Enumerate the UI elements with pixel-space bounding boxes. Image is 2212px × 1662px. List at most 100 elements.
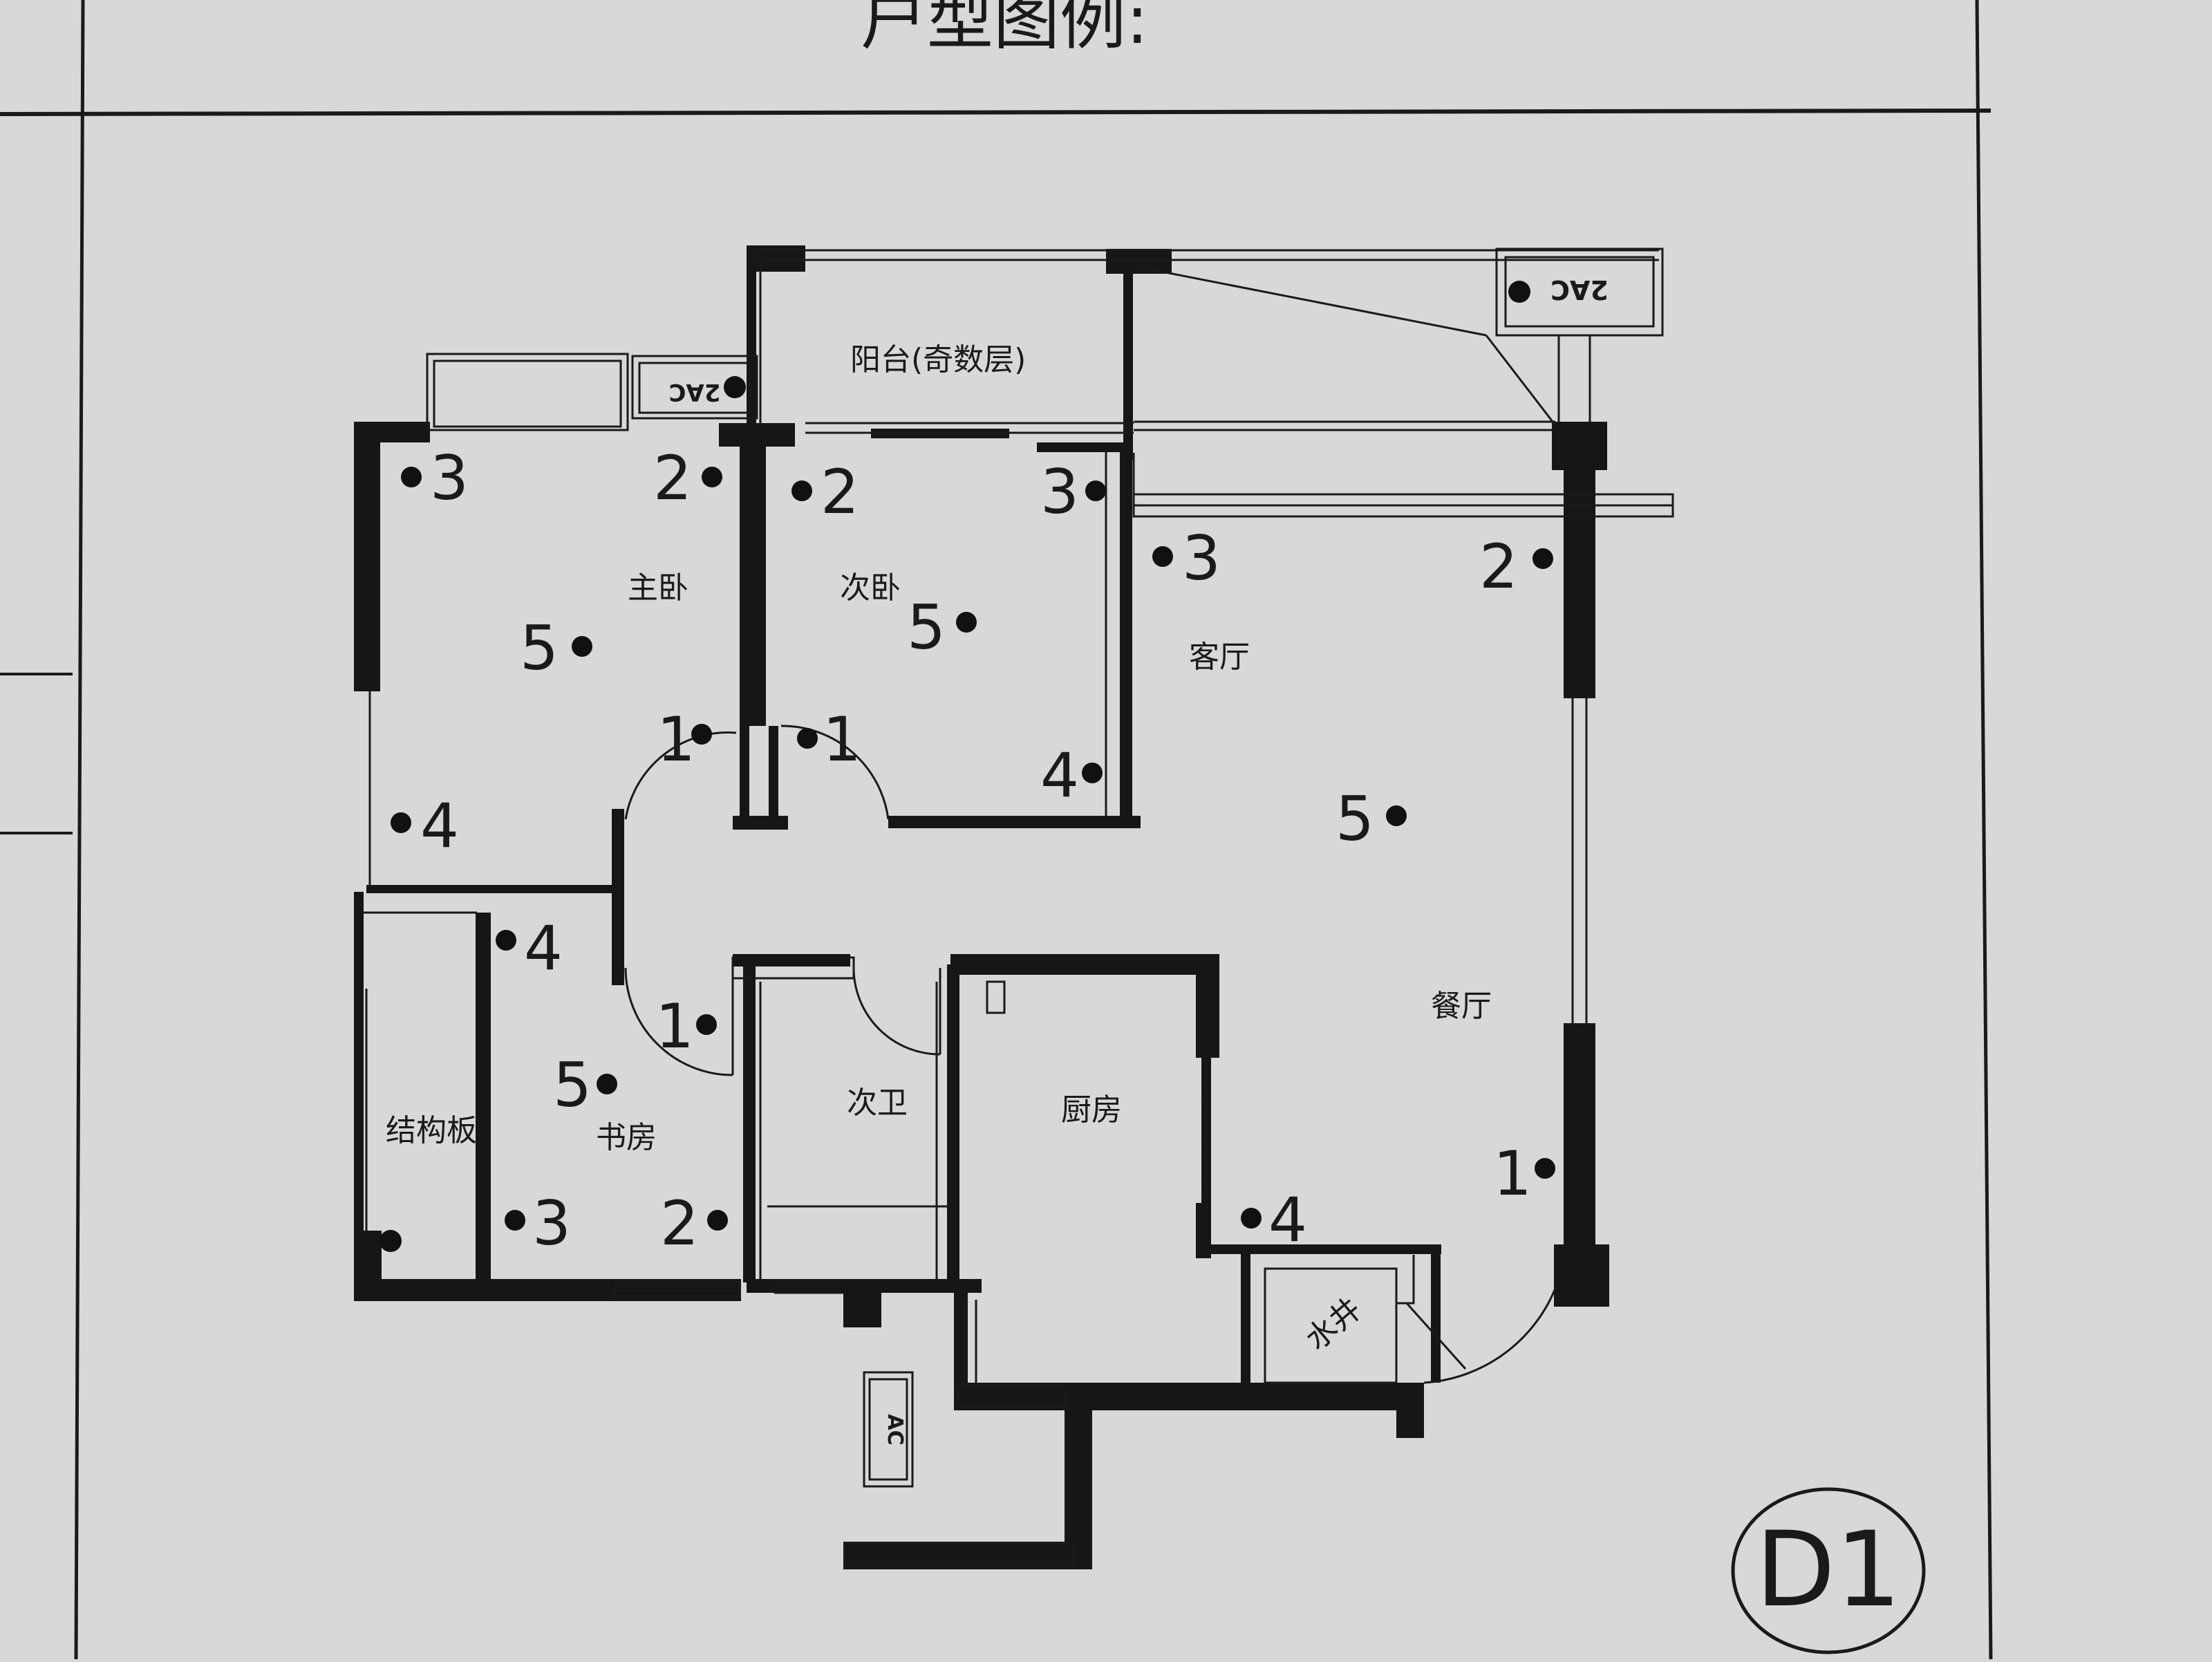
point-dot bbox=[597, 1074, 617, 1094]
kitchen-door-stop bbox=[986, 980, 1006, 1014]
wall-balcony-right bbox=[1123, 259, 1133, 460]
points-dining-room: 1 bbox=[1493, 1138, 1555, 1209]
sheet-frame bbox=[0, 0, 1993, 1660]
wall-shaft-left bbox=[1241, 1251, 1250, 1390]
point-dot bbox=[572, 636, 592, 657]
wall-shaft-top bbox=[1206, 1244, 1441, 1254]
ac-dot-master bbox=[724, 376, 746, 398]
point-master-3: 3 bbox=[430, 442, 469, 514]
living-balcony-diagonal bbox=[1133, 265, 1487, 337]
point-study-4: 4 bbox=[524, 913, 563, 984]
ac-labels: 2AC 2AC AC bbox=[669, 274, 1609, 1446]
point-second-4: 4 bbox=[1040, 740, 1079, 811]
master-balcony-outline bbox=[426, 353, 629, 431]
ac-box-right-inner bbox=[1504, 256, 1655, 328]
wall-bedroom-partition-jamb-a bbox=[740, 726, 749, 830]
point-dot bbox=[696, 1014, 717, 1035]
wall-bath-column bbox=[843, 1286, 881, 1327]
point-dot bbox=[1085, 480, 1106, 501]
wall-left-upper bbox=[354, 422, 380, 691]
point-master-1: 1 bbox=[657, 704, 695, 775]
ac-box-right bbox=[1495, 248, 1664, 337]
master-balcony-inner bbox=[433, 360, 622, 428]
plan-tag-circle bbox=[1731, 1487, 1926, 1654]
wall-bedroom-partition bbox=[740, 442, 766, 726]
point-dot bbox=[797, 728, 818, 749]
water-shaft-box bbox=[1264, 1267, 1398, 1384]
wall-left-lower bbox=[354, 892, 364, 1300]
frame-header-line bbox=[0, 109, 1991, 116]
entry-frame bbox=[843, 1542, 1074, 1568]
plan-tag: D1 bbox=[1731, 1487, 1926, 1654]
wall-shaft-right bbox=[1431, 1244, 1441, 1383]
wall-bedroom-partition-jamb-b bbox=[769, 726, 778, 830]
ac-label-bottom: AC bbox=[883, 1414, 907, 1445]
point-dot bbox=[791, 480, 812, 501]
study-window bbox=[614, 1281, 741, 1298]
room-label-dining-room: 餐厅 bbox=[1431, 989, 1492, 1024]
point-second-2: 2 bbox=[821, 456, 859, 527]
point-study-3: 3 bbox=[532, 1188, 571, 1259]
points-study: 4 1 5 3 2 bbox=[496, 913, 728, 1259]
wall-second-bedroom-bottom bbox=[888, 816, 1141, 828]
room-label-living-room: 客厅 bbox=[1189, 639, 1250, 675]
wall-bath-right bbox=[947, 964, 959, 1289]
point-living-3: 3 bbox=[1182, 523, 1221, 594]
point-living-2: 2 bbox=[1479, 531, 1518, 602]
ac-box-master-inner bbox=[638, 362, 751, 414]
room-label-master-bedroom: 主卧 bbox=[628, 570, 688, 606]
ac-box-bottom bbox=[863, 1371, 914, 1488]
wall-right-lower bbox=[1564, 1023, 1595, 1251]
point-dot bbox=[1082, 763, 1103, 783]
room-label-study: 书房 bbox=[596, 1120, 657, 1155]
wall-right-column-bottom bbox=[1554, 1244, 1609, 1307]
point-dot bbox=[707, 1210, 728, 1231]
wall-kitchen-right-upper bbox=[1196, 954, 1219, 1058]
point-dot bbox=[1535, 1158, 1555, 1179]
point-dot bbox=[1241, 1208, 1262, 1229]
header-title: 户型图例: bbox=[861, 0, 1148, 59]
wall-entry-bottom bbox=[843, 1542, 1078, 1569]
point-dot bbox=[1152, 546, 1173, 567]
point-master-5: 5 bbox=[520, 613, 559, 684]
room-label-second-bedroom: 次卧 bbox=[840, 570, 901, 606]
wall-right-column-top bbox=[1552, 422, 1607, 470]
wall-kitchen-left-lower bbox=[954, 1286, 968, 1410]
point-living-5: 5 bbox=[1335, 783, 1374, 855]
wall-master-bottom bbox=[366, 885, 615, 893]
point-master-4: 4 bbox=[420, 790, 459, 861]
point-dot bbox=[391, 812, 411, 833]
point-second-3: 3 bbox=[1040, 456, 1079, 527]
wall-kitchen-top bbox=[950, 954, 1217, 975]
frame-right-line bbox=[1975, 0, 1993, 1660]
points-master-bedroom: 3 2 5 1 4 bbox=[391, 442, 722, 861]
wall-second-bedroom-top-right bbox=[1037, 442, 1130, 452]
frame-left-line bbox=[74, 0, 85, 1660]
point-dot bbox=[505, 1210, 525, 1231]
wall-study-door-jamb bbox=[612, 809, 624, 985]
point-study-5: 5 bbox=[553, 1049, 592, 1121]
wall-bath-left bbox=[743, 964, 756, 1282]
entry-door-swing bbox=[1423, 1278, 1560, 1384]
ac-box-bottom-inner bbox=[868, 1378, 908, 1481]
points-living-room: 3 2 5 bbox=[1152, 523, 1553, 855]
point-dot bbox=[702, 467, 722, 487]
room-labels: 阳台(奇数层) 主卧 次卧 客厅 餐厅 书房 结构板 次卫 厨房 水井 bbox=[386, 342, 1492, 1357]
wall-right-upper bbox=[1564, 470, 1595, 698]
bath-door-swing bbox=[852, 967, 941, 1056]
walls bbox=[354, 245, 1609, 1569]
room-label-second-bathroom: 次卫 bbox=[847, 1085, 908, 1121]
wall-kitchen-bottom-stub bbox=[1396, 1383, 1424, 1438]
wall-balcony-left bbox=[747, 249, 756, 429]
point-dining-1: 1 bbox=[1493, 1138, 1532, 1209]
point-study-1: 1 bbox=[655, 991, 694, 1062]
wall-kitchen-bottom bbox=[968, 1383, 1424, 1410]
room-label-kitchen: 厨房 bbox=[1061, 1092, 1122, 1128]
wall-balcony-corner-right bbox=[1106, 249, 1172, 274]
wall-second-bedroom-right bbox=[1120, 449, 1132, 828]
second-bedroom-door-swing bbox=[780, 725, 890, 820]
point-second-5: 5 bbox=[907, 592, 946, 663]
ac-box-master bbox=[631, 355, 758, 420]
